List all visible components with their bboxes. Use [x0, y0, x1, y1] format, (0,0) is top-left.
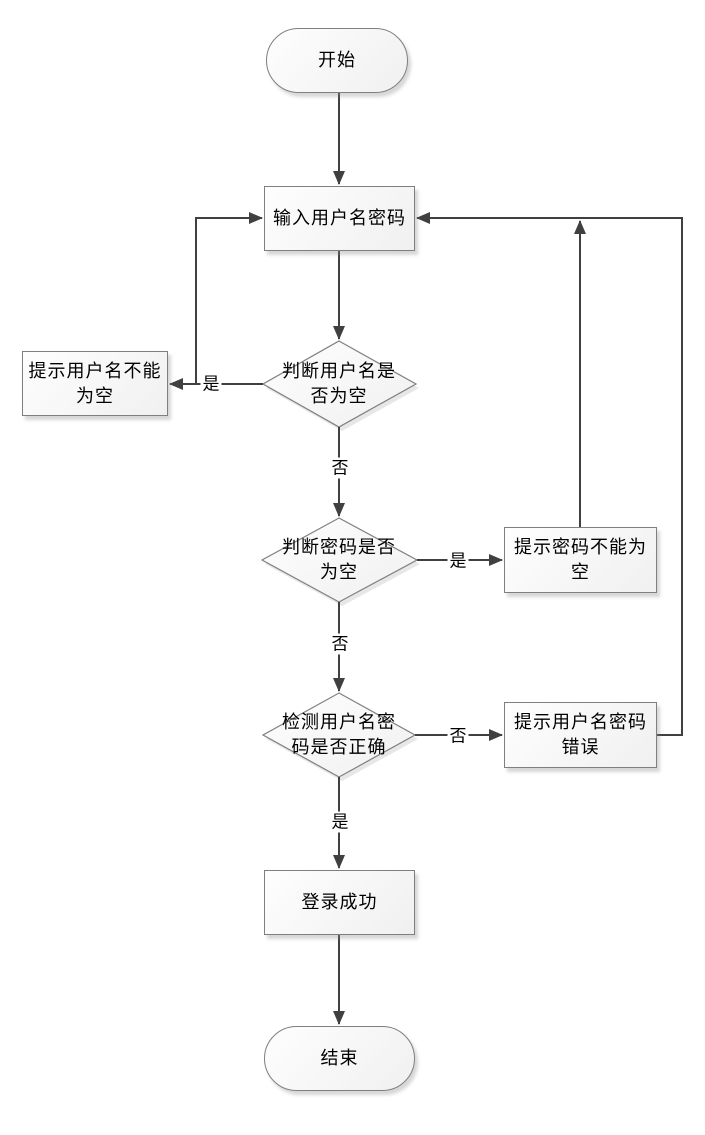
node-start-label: 开始: [318, 50, 356, 70]
node-prompt-username-empty-label: 提示用户名不能 为空: [28, 360, 162, 406]
connector-prompt-wrong-back-to-input: [416, 212, 683, 736]
decision-credentials-correct-label: 检测用户名密 码是否正确: [282, 712, 396, 757]
node-prompt-password-empty: 提示密码不能为 空: [504, 527, 657, 593]
node-prompt-credentials-wrong: 提示用户名密码 错误: [504, 702, 657, 768]
node-login-success: 登录成功: [264, 870, 415, 935]
edge-label-username-empty-no: 否: [329, 457, 351, 479]
edge-label-credentials-correct-no: 否: [447, 725, 469, 747]
edge-label-password-empty-yes: 是: [447, 550, 469, 572]
node-prompt-username-empty: 提示用户名不能 为空: [22, 351, 168, 416]
node-prompt-password-empty-label: 提示密码不能为 空: [514, 537, 647, 582]
edge-label-password-empty-no: 否: [329, 633, 351, 655]
node-login-success-label: 登录成功: [301, 892, 378, 912]
edge-label-credentials-correct-yes: 是: [329, 811, 351, 833]
connector-prompt-username-back-to-input: [195, 212, 263, 384]
decision-username-empty-label: 判断用户名是 否为空: [282, 361, 396, 406]
edge-label-username-empty-yes: 是: [200, 373, 222, 395]
node-end-label: 结束: [320, 1048, 359, 1068]
node-start: 开始: [266, 28, 408, 93]
decision-password-empty-label: 判断密码是否 为空: [282, 537, 396, 582]
node-prompt-credentials-wrong-label: 提示用户名密码 错误: [514, 712, 647, 757]
node-end: 结束: [264, 1026, 415, 1091]
node-input-credentials: 输入用户名密码: [264, 186, 415, 251]
node-input-credentials-label: 输入用户名密码: [273, 208, 406, 228]
